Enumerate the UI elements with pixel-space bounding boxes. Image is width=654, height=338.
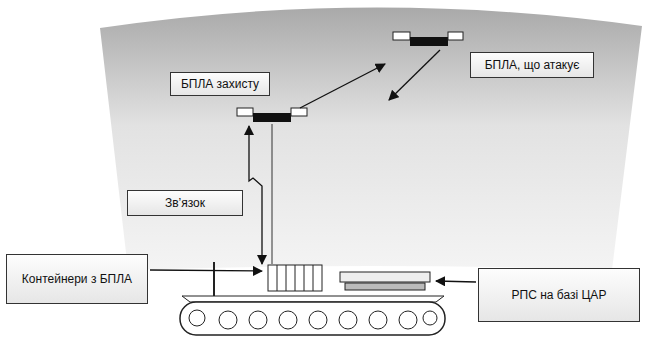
attack-arrow — [389, 50, 440, 100]
label-box: БПЛА захисту — [170, 72, 270, 96]
box-label: Контейнери з БПЛА — [22, 272, 132, 287]
airspace-region — [100, 7, 642, 270]
tank-chassis — [180, 262, 445, 335]
label-box: Контейнери з БПЛА — [6, 254, 148, 304]
label-box: РПС на базі ЦАР — [478, 268, 640, 322]
box-label: Зв’язок — [165, 196, 205, 211]
radar-unit — [340, 272, 430, 290]
leader-arrow — [150, 270, 262, 271]
box-label: БПЛА, що атакує — [485, 58, 580, 73]
label-box: Зв’язок — [127, 190, 243, 216]
drone-containers — [268, 265, 322, 291]
link-line — [249, 126, 262, 264]
box-label: БПЛА захисту — [181, 77, 259, 92]
label-box: БПЛА, що атакує — [470, 52, 594, 78]
leader-arrow — [436, 281, 476, 282]
defence-drone — [237, 108, 307, 122]
intercept-arrow — [300, 64, 385, 108]
attacking-drone — [393, 32, 463, 46]
link-line — [272, 124, 273, 264]
box-label: РПС на базі ЦАР — [512, 288, 607, 303]
